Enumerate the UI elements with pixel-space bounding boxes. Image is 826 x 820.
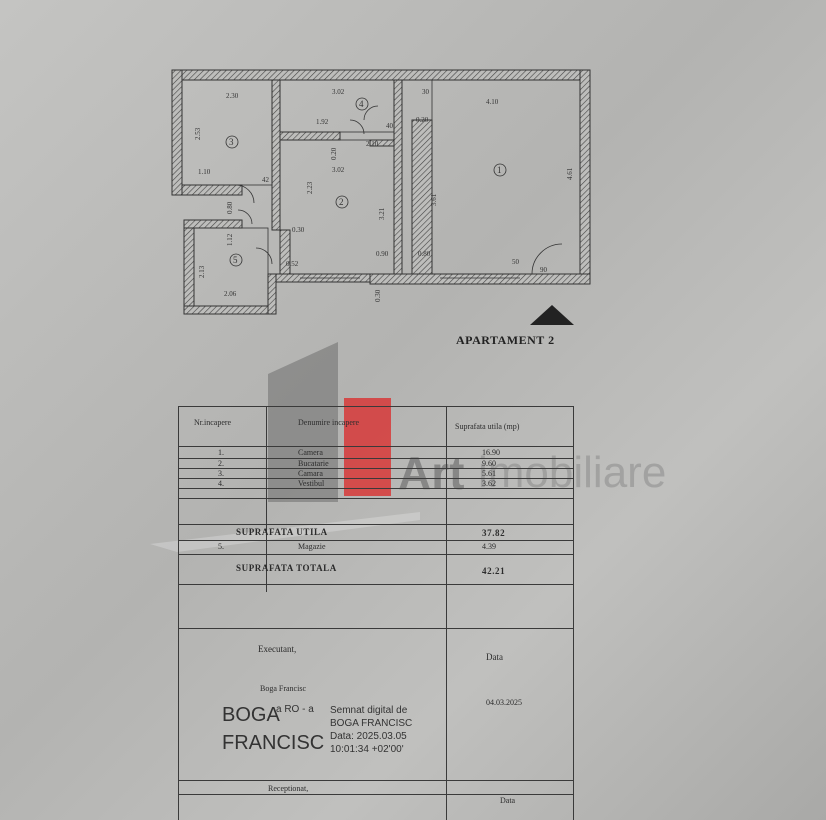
area-table: Nr.incapere Denumire incapere Suprafata … xyxy=(178,406,574,820)
svg-text:30: 30 xyxy=(422,88,430,96)
svg-text:4.10: 4.10 xyxy=(486,98,499,106)
plan-room-numbers: 1 2 3 4 5 xyxy=(225,97,507,267)
total-value: 42.21 xyxy=(482,566,506,576)
row4-den: Vestibul xyxy=(298,479,325,488)
signature-details: Semnat digital de BOGA FRANCISC Data: 20… xyxy=(330,704,412,756)
watermark-brand-imobiliare: imobiliare xyxy=(478,448,667,497)
signature-name-line1: BOGA xyxy=(222,704,280,726)
svg-text:3.02: 3.02 xyxy=(332,88,345,96)
row5-supr: 4.39 xyxy=(482,542,496,551)
svg-text:2.53: 2.53 xyxy=(194,127,202,140)
plan-fixtures xyxy=(171,79,581,307)
north-arrow-icon xyxy=(530,305,574,325)
svg-text:4: 4 xyxy=(359,99,364,109)
svg-text:0.80: 0.80 xyxy=(226,201,234,214)
row4-nr: 4. xyxy=(218,479,224,488)
signature-name-line2: FRANCISC xyxy=(222,732,325,754)
floor-plan: 2.30 3.02 30 4.10 2.53 1.92 40 0.20 3.02… xyxy=(171,69,591,315)
svg-text:2.30: 2.30 xyxy=(226,92,239,100)
row3-den: Camara xyxy=(298,469,323,478)
row4-supr: 3.62 xyxy=(482,479,496,488)
header-nr: Nr.incapere xyxy=(194,418,232,427)
svg-text:42: 42 xyxy=(262,176,270,184)
svg-text:1: 1 xyxy=(497,165,502,175)
data-label-2: Data xyxy=(500,796,516,805)
total-label: SUPRAFATA TOTALA xyxy=(236,563,337,573)
plan-dimensions: 2.30 3.02 30 4.10 2.53 1.92 40 0.20 3.02… xyxy=(194,88,574,302)
executant-label: Executant, xyxy=(258,644,297,654)
svg-text:0.80: 0.80 xyxy=(418,250,431,258)
row2-supr: 9.60 xyxy=(482,459,496,468)
apartment-title: APARTAMENT 2 xyxy=(456,333,555,347)
signature-line4: 10:01:34 +02'00' xyxy=(330,744,404,755)
svg-text:3.61: 3.61 xyxy=(430,193,438,206)
svg-text:0.90: 0.90 xyxy=(376,250,389,258)
svg-text:0.30: 0.30 xyxy=(292,226,305,234)
row3-supr: 5.61 xyxy=(482,469,496,478)
svg-text:2.13: 2.13 xyxy=(198,265,206,278)
data-label: Data xyxy=(486,652,503,662)
svg-text:0.52: 0.52 xyxy=(286,260,299,268)
row1-supr: 16.90 xyxy=(482,448,500,457)
row5-nr: 5. xyxy=(218,542,224,551)
row1-den: Camera xyxy=(298,448,323,457)
svg-text:1.92: 1.92 xyxy=(316,118,329,126)
svg-text:2.23: 2.23 xyxy=(306,181,314,194)
signature-line2: BOGA FRANCISC xyxy=(330,718,413,729)
signature-prefix: a RO - a xyxy=(276,704,314,715)
receptionat-label: Receptionat, xyxy=(268,784,309,793)
row1-nr: 1. xyxy=(218,448,224,457)
row3-nr: 3. xyxy=(218,469,224,478)
svg-text:3.02: 3.02 xyxy=(332,166,345,174)
executant-name: Boga Francisc xyxy=(260,684,306,693)
util-label: SUPRAFATA UTILA xyxy=(236,527,328,537)
row2-den: Bucatarie xyxy=(298,459,329,468)
svg-text:0.20: 0.20 xyxy=(416,116,429,124)
svg-text:3.21: 3.21 xyxy=(378,207,386,220)
executant-date: 04.03.2025 xyxy=(486,698,522,707)
svg-text:0.20: 0.20 xyxy=(330,147,338,160)
row2-nr: 2. xyxy=(218,459,224,468)
svg-text:40: 40 xyxy=(386,122,394,130)
svg-text:4.61: 4.61 xyxy=(566,167,574,180)
svg-text:5: 5 xyxy=(233,255,238,265)
svg-text:0.30: 0.30 xyxy=(374,289,382,302)
svg-text:50: 50 xyxy=(512,258,520,266)
row5-den: Magazie xyxy=(298,542,326,551)
header-denumire: Denumire incapere xyxy=(298,418,360,427)
signature-line1: Semnat digital de xyxy=(330,705,408,716)
svg-text:1.10: 1.10 xyxy=(198,168,211,176)
svg-text:3: 3 xyxy=(229,137,234,147)
header-suprafata: Suprafata utila (mp) xyxy=(455,422,520,431)
svg-text:90: 90 xyxy=(540,266,548,274)
signature-line3: Data: 2025.03.05 xyxy=(330,731,407,742)
svg-text:2: 2 xyxy=(339,197,344,207)
watermark-logo-red-bar xyxy=(344,398,391,496)
svg-text:2.10: 2.10 xyxy=(366,140,379,148)
svg-text:1.12: 1.12 xyxy=(226,233,234,246)
util-value: 37.82 xyxy=(482,528,506,538)
svg-text:2.06: 2.06 xyxy=(224,290,237,298)
plan-walls xyxy=(171,69,591,315)
